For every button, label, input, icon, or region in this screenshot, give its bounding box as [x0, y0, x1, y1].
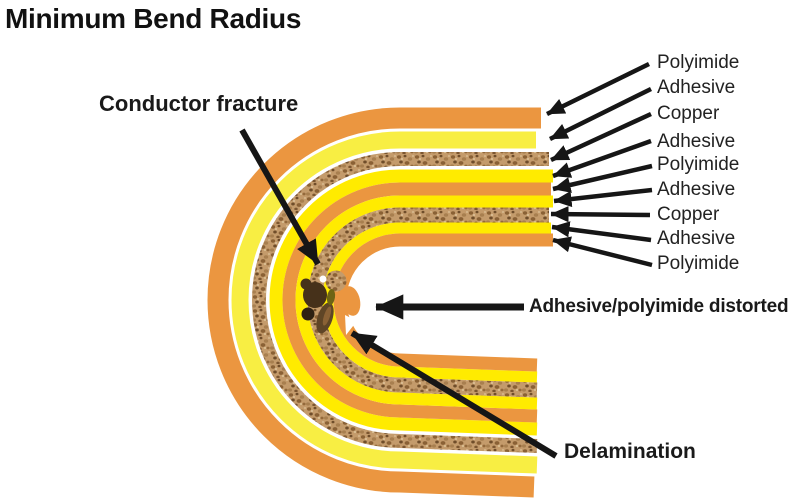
delamination-crack [345, 315, 357, 335]
distorted-polyimide-bulge [341, 286, 361, 316]
layer-arc-polyimide-inner [333, 233, 553, 372]
layer-arrow-polyimide-3 [552, 236, 653, 268]
layer-label-adhesive-2: Adhesive [657, 131, 736, 152]
debris-blob-small-upper [300, 278, 312, 290]
layer-arc-adhesive-2 [269, 169, 553, 436]
debris-olive-accent [326, 289, 336, 305]
layer-label-adhesive-1: Adhesive [657, 77, 736, 98]
delamination-arrow [350, 330, 558, 459]
page-title: Minimum Bend Radius [5, 3, 302, 34]
debris-fragment-streak [322, 306, 332, 326]
layer-arc-polyimide-outer [207, 107, 541, 498]
layer-label-copper-2: Copper [657, 204, 720, 225]
layer-arrows [546, 61, 653, 268]
annotation-adhesive-polyimide-distorted: Adhesive/polyimide distorted [529, 296, 789, 317]
layer-arrow-polyimide-2 [552, 163, 653, 193]
fracture-void-dot [319, 275, 327, 283]
layer-arrow-adhesive-1 [549, 86, 652, 142]
debris-blob-small-lower [301, 307, 315, 321]
layer-arc-adhesive-1 [231, 131, 538, 474]
layer-arc-adhesive-3 [295, 195, 553, 410]
copper-fragment [325, 270, 347, 292]
layer-label-adhesive-4: Adhesive [657, 228, 736, 249]
layer-label-copper-1: Copper [657, 103, 720, 124]
annotation-delamination: Delamination [564, 440, 696, 463]
layer-arrow-adhesive-2 [552, 138, 652, 179]
layer-arrow-copper-1 [550, 111, 652, 163]
layer-label-polyimide-2: Polyimide [657, 154, 740, 175]
layer-arc-polyimide-mid [282, 182, 551, 423]
layer-label-polyimide-1: Polyimide [657, 52, 740, 73]
fracture-debris [300, 270, 361, 335]
layer-arrow-copper-2 [550, 206, 651, 223]
layer-arc-copper-1 [252, 152, 549, 453]
layer-arrow-polyimide-1 [546, 61, 650, 117]
layer-label-adhesive-3: Adhesive [657, 179, 736, 200]
conductor-fracture-arrow [239, 128, 321, 266]
layer-arrow-adhesive-3 [553, 187, 653, 208]
annotation-arrows [239, 128, 558, 459]
annotation-conductor-fracture: Conductor fracture [99, 91, 299, 116]
layer-label-polyimide-3: Polyimide [657, 253, 740, 274]
flex-layers [207, 107, 553, 498]
layer-arrow-adhesive-4 [551, 221, 652, 243]
